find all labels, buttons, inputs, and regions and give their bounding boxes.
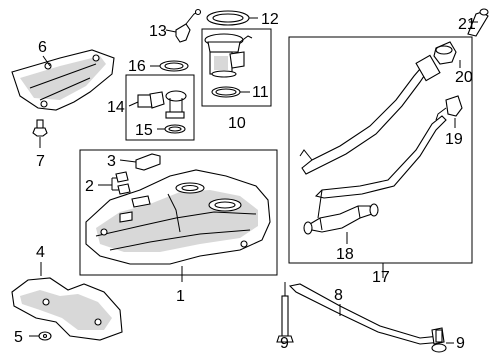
filler-pipe-group-box [288,36,473,264]
nut-5-part [38,331,52,341]
cap-21-part [467,8,489,37]
callout-7: 7 [36,153,45,170]
tank-strap-8-part [288,283,445,345]
callout-2: 2 [85,178,94,195]
callout-14: 14 [107,99,125,116]
heat-shield-part [11,49,115,111]
fuel-tank-part [85,169,271,265]
bolt-9b-part [431,329,447,353]
o-ring-15-part [164,124,186,134]
callout-12: 12 [261,11,279,28]
callout-17: 17 [372,269,390,286]
callout-16: 16 [128,58,146,75]
filler-pipe-part [299,54,447,219]
callout-8: 8 [334,287,343,304]
callout-6: 6 [38,39,47,56]
callout-18: 18 [336,246,354,263]
hose-18-part [303,203,379,235]
callout-3: 3 [107,153,116,170]
callout-15: 15 [135,122,153,139]
cap-20-part [433,41,457,65]
fuel-pump-module-part [204,33,253,78]
callout-21: 21 [458,16,476,33]
callout-5: 5 [14,329,23,346]
sender-group-box [125,74,195,141]
o-ring-11-part [211,86,241,98]
clip-2-part [115,171,131,195]
callout-1: 1 [176,288,185,305]
callout-10: 10 [228,115,246,132]
pump-group-box [201,28,272,107]
callout-4: 4 [36,244,45,261]
callout-9b: 9 [456,335,465,352]
lock-ring-12-part [206,10,250,26]
callout-13: 13 [149,23,167,40]
callout-19: 19 [445,131,463,148]
callout-9a: 9 [280,335,289,352]
fuel-tank-group-box [79,149,278,276]
callout-20: 20 [455,69,473,86]
bolt-9a-part [276,295,294,343]
lower-shield-4-part [11,277,123,341]
bolt-7-part [32,119,48,137]
valve-19-part [435,95,463,121]
connector-13-part [175,8,202,43]
pad-3-part [135,153,161,171]
callout-11: 11 [252,84,269,101]
seal-16-part [159,60,189,72]
fuel-sender-14-part [137,90,187,119]
